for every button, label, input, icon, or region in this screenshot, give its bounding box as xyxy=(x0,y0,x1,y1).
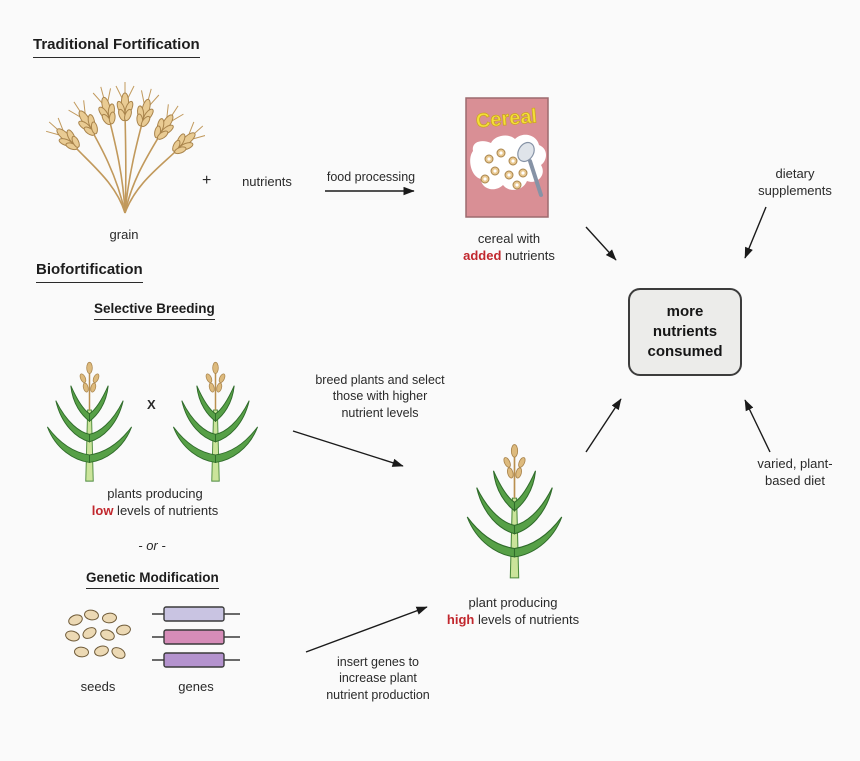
high-highlight: high xyxy=(446,611,475,627)
genes-label: genes xyxy=(178,679,214,694)
arrow-supplements-to-outcome xyxy=(744,206,767,259)
grain-label: grain xyxy=(109,227,139,242)
breed-plants-label: breed plants and select those with highe… xyxy=(315,373,445,420)
varied-diet-label: varied, plant-based diet xyxy=(757,456,833,488)
cereal-box-icon: Cereal xyxy=(465,97,549,218)
arrow-cereal-to-outcome xyxy=(585,226,617,261)
genes-icon xyxy=(152,606,240,668)
cereal-added-highlight: added xyxy=(463,247,502,263)
corn-plant-low-1-icon xyxy=(46,361,133,482)
cross-symbol: X xyxy=(147,397,156,412)
section-title-biofortification: Biofortification xyxy=(36,261,143,283)
high-plant-caption: plant producing high levels of nutrients xyxy=(446,595,580,627)
more-nutrients-consumed-box: more nutrients consumed xyxy=(628,288,742,376)
section-title-genetic-modification: Genetic Modification xyxy=(86,570,219,589)
corn-plant-high-icon xyxy=(466,443,563,579)
arrow-breed-to-plant xyxy=(292,430,404,467)
plus-symbol: + xyxy=(202,172,212,189)
section-title-selective-breeding: Selective Breeding xyxy=(94,301,215,320)
food-processing-label: food processing xyxy=(326,170,416,184)
seeds-icon xyxy=(65,609,131,659)
cereal-caption: cereal with added nutrients xyxy=(463,231,555,263)
outcome-box-label: more nutrients consumed xyxy=(647,302,723,361)
dietary-supplements-label: dietary supplements xyxy=(758,166,832,198)
arrow-plant-to-outcome xyxy=(585,398,622,453)
wheat-grain-icon xyxy=(45,81,205,214)
corn-plant-low-2-icon xyxy=(172,361,259,482)
low-highlight: low xyxy=(91,502,114,518)
arrow-genes-to-plant xyxy=(305,606,428,653)
nutrients-label: nutrients xyxy=(242,174,292,189)
seeds-label: seeds xyxy=(80,679,116,694)
arrow-diet-to-outcome xyxy=(744,399,771,453)
low-plants-caption: plants producing low levels of nutrients xyxy=(91,486,219,518)
section-title-traditional-fortification: Traditional Fortification xyxy=(33,36,200,58)
insert-genes-label: insert genes to increase plant nutrient … xyxy=(326,655,430,702)
or-divider: - or - xyxy=(138,538,166,553)
